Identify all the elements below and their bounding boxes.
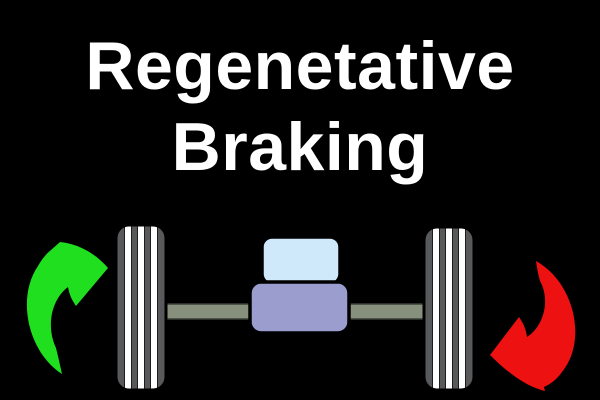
right-tire-outline (422, 225, 476, 392)
page-title: Regenetative Braking (0, 26, 600, 188)
left-tire-stripe (124, 225, 132, 390)
right-tire-stripe (432, 227, 440, 390)
title-line-2: Braking (171, 109, 429, 185)
rotation-arrow-left-icon (26, 242, 108, 374)
right-tire-stripe (445, 227, 453, 390)
right-tire-stripe (458, 227, 466, 390)
left-wheel (114, 223, 168, 392)
title-line-1: Regenetative (85, 28, 515, 104)
gearbox-box (260, 235, 342, 286)
left-tire-stripe (150, 225, 158, 390)
rotation-arrow-right-icon (490, 261, 576, 391)
left-tire-outline (114, 223, 168, 392)
motor-box (248, 280, 351, 335)
left-tire-stripe (137, 225, 145, 390)
right-wheel (422, 225, 476, 392)
